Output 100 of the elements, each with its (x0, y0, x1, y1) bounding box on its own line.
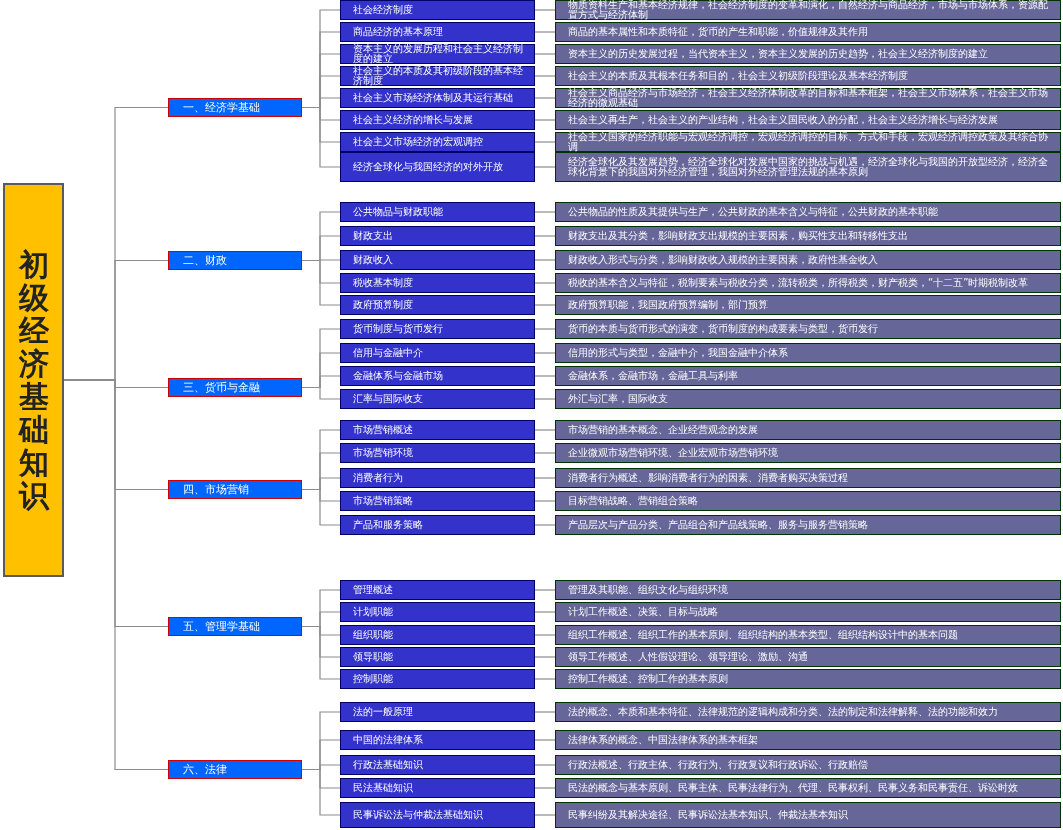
detail-note: 社会主义国家的经济职能与宏观经济调控，宏观经济调控的目标、方式和手段，宏观经济调控政策及其综合协调 (555, 132, 1061, 152)
subtopic: 公共物品与财政职能 (340, 202, 535, 222)
subtopic: 资本主义的发展历程和社会主义经济制度的建立 (340, 44, 535, 64)
detail-note: 目标营销战略、营销组合策略 (555, 491, 1061, 511)
subtopic: 财政收入 (340, 250, 535, 270)
connector-line (301, 259, 341, 306)
detail-note: 物质资料生产和基本经济规律，社会经济制度的变革和演化，自然经济与商品经济，市场与市场体系，资源配置方式与经济体制 (555, 0, 1061, 20)
branch-topic: 三、货币与金融 (168, 378, 302, 397)
connector-line (534, 119, 556, 121)
branch-topic: 六、法律 (168, 760, 302, 779)
connector-line (534, 97, 556, 99)
detail-note: 金融体系，金融市场，金融工具与利率 (555, 366, 1061, 386)
connector-line (534, 141, 556, 143)
detail-note: 行政法概述、行政主体、行政行为、行政复议和行政诉讼、行政赔偿 (555, 755, 1061, 775)
connector-line (534, 211, 556, 213)
branch-topic: 一、经济学基础 (168, 98, 302, 117)
connector-line (534, 282, 556, 284)
connector-line (534, 398, 556, 400)
subtopic: 中国的法律体系 (340, 730, 535, 750)
subtopic: 货币制度与货币发行 (340, 319, 535, 339)
connector-line (301, 488, 341, 526)
subtopic: 行政法基础知识 (340, 755, 535, 775)
subtopic: 政府预算制度 (340, 295, 535, 315)
detail-note: 计划工作概述、决策、目标与战略 (555, 602, 1061, 622)
detail-note: 法的概念、本质和基本特征、法律规范的逻辑构成和分类、法的制定和法律解释、法的功能和效力 (555, 702, 1061, 722)
detail-note: 资本主义的历史发展过程，当代资本主义，资本主义发展的历史趋势，社会主义经济制度的建立 (555, 44, 1061, 64)
detail-note: 信用的形式与类型，金融中介，我国金融中介体系 (555, 343, 1061, 363)
detail-note: 税收的基本含义与特征，税制要素与税收分类，流转税类，所得税类，财产税类，“十二五”时期税制改革 (555, 273, 1061, 293)
subtopic: 市场营销环境 (340, 443, 535, 463)
subtopic: 法的一般原理 (340, 702, 535, 722)
connector-line (534, 656, 556, 658)
connector-line (534, 739, 556, 741)
detail-note: 民事纠纷及其解决途径、民事诉讼法基本知识、仲裁法基本知识 (555, 802, 1061, 828)
subtopic: 控制职能 (340, 669, 535, 689)
connector-line (534, 352, 556, 354)
connector-line (534, 678, 556, 680)
detail-note: 管理及其职能、组织文化与组织环境 (555, 580, 1061, 600)
detail-note: 消费者行为概述、影响消费者行为的因素、消费者购买决策过程 (555, 468, 1061, 488)
subtopic: 财政支出 (340, 226, 535, 246)
subtopic: 市场营销策略 (340, 491, 535, 511)
connector-line (534, 524, 556, 526)
subtopic: 民法基础知识 (340, 778, 535, 798)
subtopic: 信用与金融中介 (340, 343, 535, 363)
connector-line (534, 259, 556, 261)
connector-line (534, 764, 556, 766)
subtopic: 产品和服务策略 (340, 515, 535, 535)
connector-line (534, 235, 556, 237)
detail-note: 市场营销的基本概念、企业经营观念的发展 (555, 420, 1061, 440)
connector-line (534, 634, 556, 636)
detail-note: 民法的概念与基本原则、民事主体、民事法律行为、代理、民事权利、民事义务和民事责任、诉讼时效 (555, 778, 1061, 798)
subtopic: 金融体系与金融市场 (340, 366, 535, 386)
detail-note: 公共物品的性质及其提供与生产，公共财政的基本含义与特征，公共财政的基本职能 (555, 202, 1061, 222)
connector-line (534, 304, 556, 306)
subtopic: 汇率与国际收支 (340, 389, 535, 409)
connector-line (301, 106, 341, 168)
branch-topic: 二、财政 (168, 251, 302, 270)
connector-line (534, 787, 556, 789)
subtopic: 税收基本制度 (340, 273, 535, 293)
connector-line (534, 611, 556, 613)
connector-line (301, 386, 341, 400)
detail-note: 经济全球化及其发展趋势，经济全球化对发展中国家的挑战与机遇，经济全球化与我国的开放型经济，经济全球化背景下的我国对外经济管理，我国对外经济管理法规的基本原则 (555, 152, 1061, 182)
connector-line (301, 768, 341, 816)
connector-line (534, 328, 556, 330)
connector-line (534, 9, 556, 11)
connector-line (534, 711, 556, 713)
subtopic: 社会主义市场经济体制及其运行基础 (340, 88, 535, 108)
connector-line (534, 477, 556, 479)
subtopic: 商品经济的基本原理 (340, 22, 535, 42)
branch-topic: 四、市场营销 (168, 480, 302, 499)
detail-note: 产品层次与产品分类、产品组合和产品线策略、服务与服务营销策略 (555, 515, 1061, 535)
detail-note: 社会主义的本质及其根本任务和目的，社会主义初级阶段理论及基本经济制度 (555, 66, 1061, 86)
detail-note: 控制工作概述、控制工作的基本原则 (555, 669, 1061, 689)
branch-topic: 五、管理学基础 (168, 617, 302, 636)
connector-line (534, 500, 556, 502)
connector-line (534, 429, 556, 431)
connector-line (301, 625, 341, 680)
detail-note: 政府预算职能，我国政府预算编制，部门预算 (555, 295, 1061, 315)
subtopic: 计划职能 (340, 602, 535, 622)
connector-line (534, 166, 556, 168)
detail-note: 社会主义商品经济与市场经济，社会主义经济体制改革的目标和基本框架，社会主义市场体系，社会主义市场经济的微观基础 (555, 88, 1061, 108)
root-topic: 初级经济基础知识 (3, 183, 64, 577)
detail-note: 商品的基本属性和本质特征，货币的产生和职能，价值规律及其作用 (555, 22, 1061, 42)
connector-line (534, 375, 556, 377)
detail-note: 财政支出及其分类，影响财政支出规模的主要因素，购买性支出和转移性支出 (555, 226, 1061, 246)
connector-line (534, 75, 556, 77)
subtopic: 经济全球化与我国经济的对外开放 (340, 152, 535, 182)
connector-line (534, 452, 556, 454)
connector-line (534, 53, 556, 55)
subtopic: 组织职能 (340, 625, 535, 645)
subtopic: 领导职能 (340, 647, 535, 667)
connector-line (534, 31, 556, 33)
subtopic: 社会主义市场经济的宏观调控 (340, 132, 535, 152)
connector-line (534, 589, 556, 591)
subtopic: 管理概述 (340, 580, 535, 600)
subtopic: 社会主义的本质及其初级阶段的基本经济制度 (340, 66, 535, 86)
detail-note: 货币的本质与货币形式的演变，货币制度的构成要素与类型，货币发行 (555, 319, 1061, 339)
detail-note: 法律体系的概念、中国法律体系的基本框架 (555, 730, 1061, 750)
subtopic: 消费者行为 (340, 468, 535, 488)
subtopic: 社会主义经济的增长与发展 (340, 110, 535, 130)
subtopic: 民事诉讼法与仲裁法基础知识 (340, 802, 535, 828)
